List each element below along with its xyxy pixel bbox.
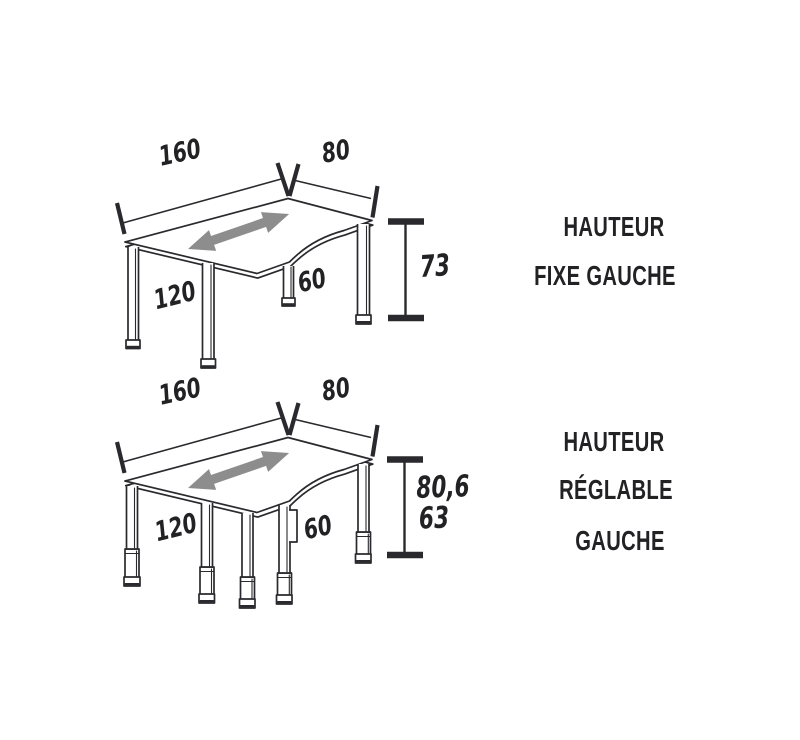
caption-fixed-line2: FIXE GAUCHE xyxy=(534,260,676,291)
fixed-desk-drawing xyxy=(114,162,424,369)
caption-adjustable-line3: GAUCHE xyxy=(575,525,665,556)
caption-adjustable-line2: RÉGLABLE xyxy=(559,474,673,505)
dim-right-depth-label: 80 xyxy=(319,372,353,408)
dimension-tick xyxy=(114,202,127,235)
dimension-tick xyxy=(114,441,127,474)
dimension-tick xyxy=(370,424,380,457)
height-max-label: 80,6 xyxy=(415,469,471,506)
dimension-tick xyxy=(370,185,380,218)
dimension-tick xyxy=(275,162,291,197)
dim-width-label: 160 xyxy=(156,372,204,412)
adjustable-desk-drawing xyxy=(114,401,423,609)
caption-fixed-line1: HAUTEUR xyxy=(563,211,665,242)
dimension-lines xyxy=(114,401,380,474)
dim-right-depth-label: 80 xyxy=(319,134,353,170)
dimension-lines xyxy=(114,162,380,235)
dimension-tick xyxy=(275,401,291,436)
adjustment-bracket xyxy=(289,509,298,543)
height-min-label: 63 xyxy=(418,500,450,537)
dim-width-label: 160 xyxy=(156,133,204,173)
caption-adjustable-line1: HAUTEUR xyxy=(563,426,665,457)
dim-cutout-depth-label: 60 xyxy=(294,262,330,300)
desk-surface xyxy=(124,436,374,518)
height-dimension-bracket xyxy=(387,456,423,559)
height-dimension-bracket xyxy=(388,218,424,322)
double-arrow-icon xyxy=(188,212,290,251)
double-arrow-icon xyxy=(188,451,290,490)
desk-surface xyxy=(124,197,374,279)
height-value-label: 73 xyxy=(418,247,452,286)
desk-legs xyxy=(123,464,372,609)
desk-legs xyxy=(125,224,372,369)
dim-cutout-depth-label: 60 xyxy=(300,509,336,547)
